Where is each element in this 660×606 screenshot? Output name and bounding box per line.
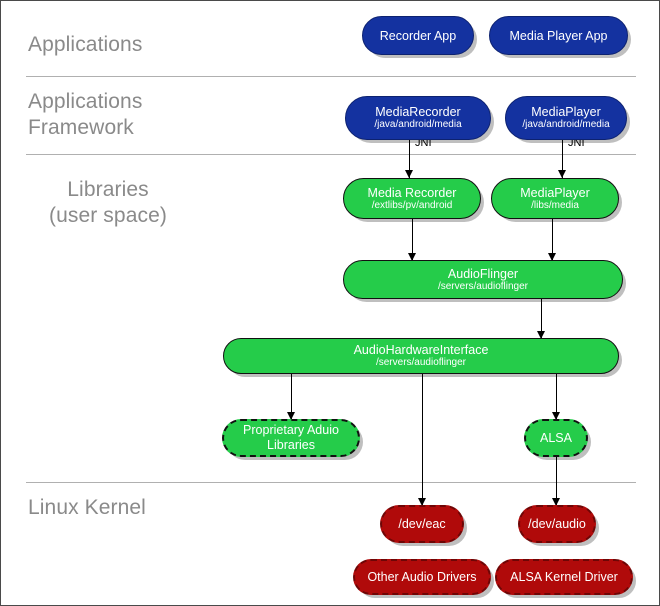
node-other-audio-drivers[interactable]: Other Audio Drivers xyxy=(353,559,491,595)
node-dev-eac-title: /dev/eac xyxy=(398,517,446,531)
node-audiohardwareinterface-title: AudioHardwareInterface xyxy=(353,343,489,357)
node-mediarecorder-framework-path: /java/android/media xyxy=(374,119,462,130)
arrowhead-media-recorder-to-audioflinger xyxy=(408,253,416,261)
node-mediaplayer-lib[interactable]: MediaPlayer /libs/media xyxy=(491,178,619,219)
node-dev-eac[interactable]: /dev/eac xyxy=(380,505,464,543)
arrowhead-ahi-to-alsa xyxy=(552,412,560,420)
layer-label-linux-kernel: Linux Kernel xyxy=(28,496,146,519)
connector-ahi-to-proprietary-libs xyxy=(291,374,292,419)
node-mediarecorder-framework[interactable]: MediaRecorder /java/android/media xyxy=(345,96,491,140)
node-audioflinger[interactable]: AudioFlinger /servers/audioflinger xyxy=(343,260,623,299)
node-mediaplayer-framework-path: /java/android/media xyxy=(522,119,610,130)
edge-label-jni-recorder: JNI xyxy=(415,137,432,149)
node-mediaplayer-lib-title: MediaPlayer xyxy=(520,185,590,200)
node-audiohardwareinterface[interactable]: AudioHardwareInterface /servers/audiofli… xyxy=(223,338,619,374)
node-alsa-title: ALSA xyxy=(540,431,572,445)
arrowhead-mediaplayer-to-lib xyxy=(558,170,566,178)
node-audioflinger-path: /servers/audioflinger xyxy=(437,280,529,292)
node-media-recorder-lib[interactable]: Media Recorder /extlibs/pv/android xyxy=(343,178,481,219)
arrowhead-mediarecorder-to-lib xyxy=(405,170,413,178)
node-recorder-app-title: Recorder App xyxy=(379,28,457,43)
node-proprietary-audio-libs[interactable]: Proprietary Aduio Libraries xyxy=(222,419,360,457)
arrowhead-alsa-to-dev-audio xyxy=(552,498,560,506)
layer-label-libraries: Libraries (user space) xyxy=(49,178,167,227)
connector-mediaplayer-to-lib xyxy=(562,140,563,178)
node-mediaplayer-framework[interactable]: MediaPlayer /java/android/media xyxy=(505,96,627,140)
edge-label-jni-player: JNI xyxy=(568,137,585,149)
connector-ahi-to-dev-eac xyxy=(422,374,423,505)
arrowhead-mediaplayer-lib-to-audioflinger xyxy=(548,253,556,261)
node-dev-audio-title: /dev/audio xyxy=(528,517,586,531)
separator-applications xyxy=(26,76,636,77)
node-media-recorder-lib-path: /extlibs/pv/android xyxy=(371,199,453,211)
node-other-audio-drivers-title: Other Audio Drivers xyxy=(367,570,477,584)
separator-linux-kernel xyxy=(26,482,636,483)
node-proprietary-audio-libs-title: Proprietary Aduio xyxy=(243,423,339,437)
connector-audioflinger-to-ahi xyxy=(541,299,542,339)
arrowhead-ahi-to-proprietary-libs xyxy=(287,412,295,420)
node-mediarecorder-framework-title: MediaRecorder xyxy=(375,105,461,119)
node-mediaplayer-framework-title: MediaPlayer xyxy=(531,105,601,119)
node-proprietary-audio-libs-title-line2: Libraries xyxy=(267,438,315,452)
connector-ahi-to-alsa xyxy=(556,374,557,419)
node-alsa[interactable]: ALSA xyxy=(524,419,588,457)
node-alsa-kernel-driver-title: ALSA Kernel Driver xyxy=(510,570,618,584)
node-audiohardwareinterface-path: /servers/audioflinger xyxy=(375,357,467,368)
node-recorder-app[interactable]: Recorder App xyxy=(362,16,474,55)
connector-mediarecorder-to-lib xyxy=(409,140,410,178)
layer-label-applications-framework: Applications Framework xyxy=(28,90,143,139)
node-media-recorder-lib-title: Media Recorder xyxy=(367,185,457,200)
connector-media-recorder-to-audioflinger xyxy=(412,219,413,261)
connector-alsa-to-dev-audio xyxy=(556,457,557,505)
node-audioflinger-title: AudioFlinger xyxy=(447,266,519,281)
node-mediaplayer-lib-path: /libs/media xyxy=(531,199,579,211)
node-dev-audio[interactable]: /dev/audio xyxy=(518,505,596,543)
layer-label-applications: Applications xyxy=(28,33,143,56)
node-alsa-kernel-driver[interactable]: ALSA Kernel Driver xyxy=(495,559,633,595)
node-media-player-app-title: Media Player App xyxy=(509,28,608,43)
arrowhead-audioflinger-to-ahi xyxy=(537,331,545,339)
connector-mediaplayer-lib-to-audioflinger xyxy=(552,219,553,261)
arrowhead-ahi-to-dev-eac xyxy=(418,498,426,506)
separator-applications-framework xyxy=(26,154,636,155)
node-media-player-app[interactable]: Media Player App xyxy=(489,16,628,55)
